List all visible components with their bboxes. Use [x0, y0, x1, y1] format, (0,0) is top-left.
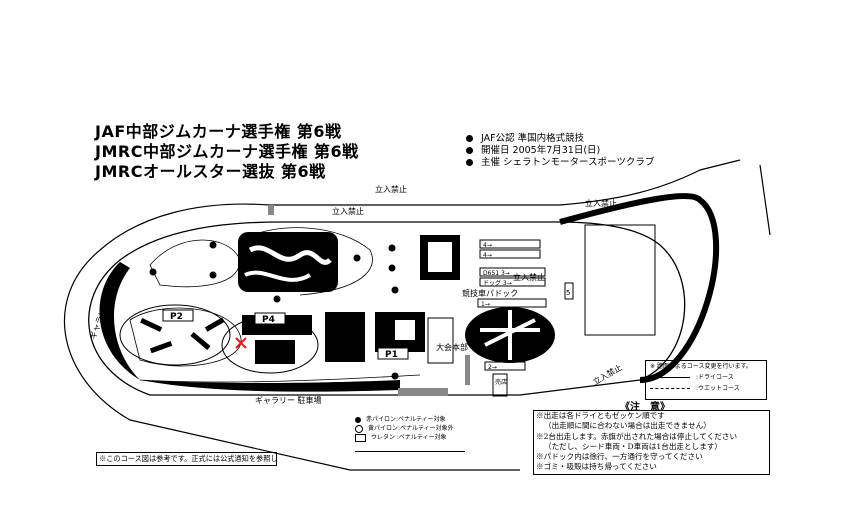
urethane-icon [355, 433, 366, 442]
track-black-edge-left [99, 262, 140, 380]
course-type-legend: ※ 路面によるコース変更を行います。 :ドライコース :ウエットコース [645, 360, 767, 400]
paddock-row-label: ドッグ 3→ [483, 279, 512, 287]
gallery-parking-label: ギャラリー 駐車場 [255, 395, 322, 405]
pylon-legend: 赤パイロン:ペナルティー対象 黄パイロン:ペナルティー対象外 ウレタン :ペナル… [355, 415, 465, 452]
event-title-2: JMRC中部ジムカーナ選手権 第6戦 [95, 142, 359, 161]
p2-label: P2 [170, 312, 183, 322]
wet-line-icon [650, 388, 690, 389]
paddock-row [479, 249, 541, 259]
event-title-1: JAF中部ジムカーナ選手権 第6戦 [95, 122, 342, 141]
paddock-row [477, 298, 547, 308]
info-sanction: JAF公認 準国内格式競技 [466, 130, 584, 144]
paddock-row [479, 239, 541, 249]
outer-boundary [64, 159, 771, 471]
p2-area [119, 304, 231, 366]
lane5-label: 5 [566, 289, 570, 297]
barrier [268, 205, 274, 215]
paddock-row-label: 2→ [488, 364, 497, 371]
note-line: ※2台出走します。赤旗が出された場合は停止してください [536, 431, 738, 441]
pylons [149, 241, 399, 380]
no-entry-label: 立入禁止 [332, 206, 364, 216]
bullet-icon [466, 147, 473, 154]
red-pylon-icon [355, 416, 361, 423]
legend-item: 黄パイロン:ペナルティー対象外 [368, 425, 454, 432]
no-entry-label: 立入禁止 [513, 272, 545, 282]
wet-label: :ウエットコース [696, 385, 740, 392]
track-outline [88, 221, 686, 396]
course-line [139, 374, 421, 383]
p1-label: P1 [385, 350, 398, 360]
legend-item: 赤パイロン:ペナルティー対象 [366, 416, 446, 423]
p4-label: P4 [262, 315, 275, 325]
notes-box: ※出走は各ドライともゼッケン順です （出走順に間に合わない場合は出走できません）… [533, 410, 770, 475]
yellow-pylon-icon [355, 424, 363, 433]
shop-label: 売店 [495, 378, 507, 386]
info-text: 開催日 2005年7月31日(日) [481, 145, 601, 156]
note-line: ※ゴミ・吸殻は持ち帰ってください [536, 462, 657, 472]
note-line: ※パドック内は徐行、一方通行を守ってください [536, 452, 703, 462]
paddock-label: 競技車パドック [462, 288, 518, 298]
info-text: JAF公認 準国内格式競技 [481, 133, 585, 144]
track-black-edge-bottom [140, 380, 400, 392]
barrier [398, 388, 448, 396]
dry-label: :ドライコース [696, 374, 734, 381]
event-title-3: JMRCオールスター選抜 第6戦 [95, 162, 326, 181]
note-line: （出走順に間に合わない場合は出走できません） [544, 421, 711, 431]
note-line: （ただし、シード車両・D車両は1台出走とします） [544, 441, 722, 451]
paddock-row-label: 4→ [483, 252, 492, 259]
start-x-icon [235, 337, 247, 349]
dry-line-icon [650, 377, 690, 378]
note-line: ※出走は各ドライともゼッケン順です [536, 411, 665, 420]
no-entry-label: 立入禁止 [375, 184, 407, 194]
course-line [129, 307, 242, 367]
paddock-row-label: 1→ [481, 301, 490, 308]
paddock-row-label: D651 3→ [483, 270, 510, 277]
paddock-row-label: 4→ [483, 242, 492, 249]
hq-building [427, 317, 454, 364]
notes-title: 《注 意》 [620, 402, 670, 413]
info-text: 主催 シェラトンモータースポーツクラブ [481, 157, 655, 168]
hq-label: 大会本部 [436, 342, 468, 352]
inner-right-area [584, 224, 656, 336]
bullet-icon [466, 159, 473, 166]
paddock-row [484, 361, 526, 371]
right-loop [559, 193, 720, 383]
bullet-icon [466, 135, 473, 142]
lane5-box [564, 282, 574, 300]
p2-obstacles [140, 317, 225, 354]
paddock-row [479, 277, 546, 287]
barrier [465, 355, 470, 385]
info-date: 開催日 2005年7月31日(日) [466, 142, 600, 156]
reference-note: ※このコース図は参考です。正式には公式通知を参照してください。 [96, 452, 277, 466]
course-line [239, 227, 373, 296]
paddock-row [479, 267, 546, 277]
course-line [149, 239, 241, 288]
shop-building [492, 373, 508, 397]
center-block [325, 312, 365, 362]
legend-item: ウレタン :ペナルティー対象 [371, 434, 447, 441]
course-legend-note: ※ 路面によるコース変更を行います。 [650, 363, 752, 370]
info-organizer: 主催 シェラトンモータースポーツクラブ [466, 154, 654, 168]
no-entry-label: 立入禁止 [585, 198, 617, 208]
